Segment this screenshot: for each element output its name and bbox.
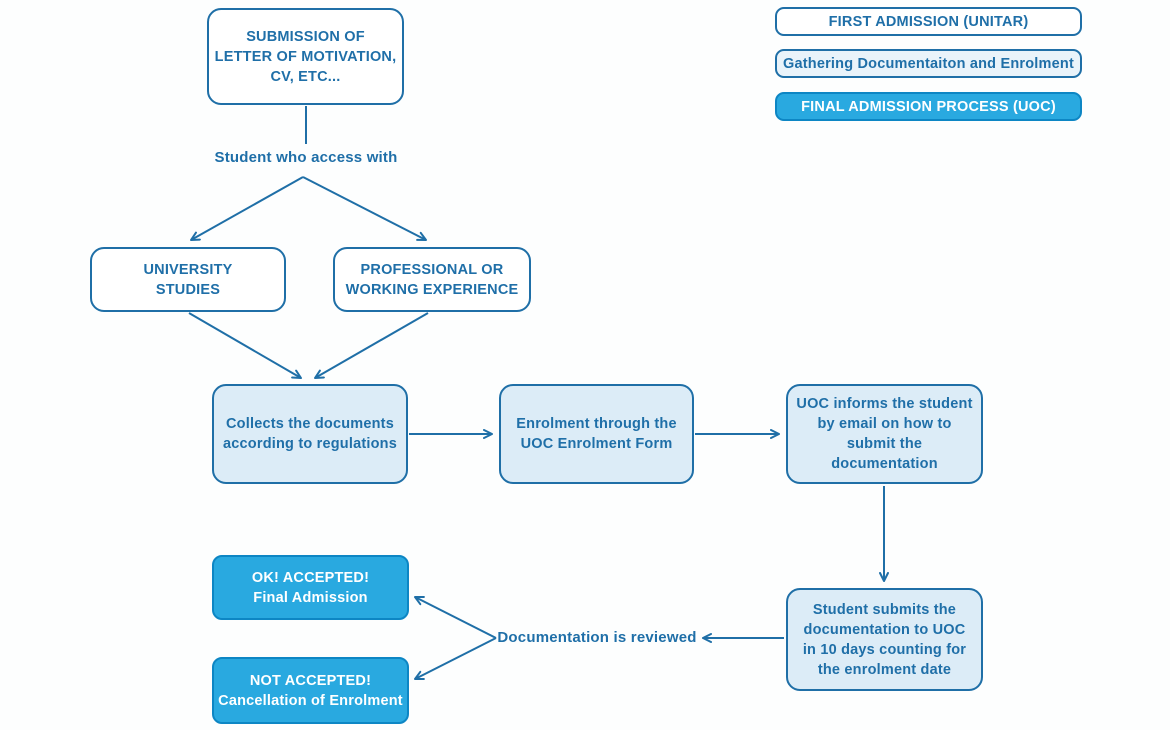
label-student-access: Student who access with (214, 149, 398, 166)
node-ok-accepted: OK! ACCEPTED! Final Admission (212, 555, 409, 620)
legend-final-admission: FINAL ADMISSION PROCESS (UOC) (775, 92, 1082, 121)
arrow-university-to-collects (188, 312, 302, 379)
node-university-studies: UNIVERSITY STUDIES (90, 247, 286, 312)
node-student-submits: Student submits the documentation to UOC… (786, 588, 983, 691)
node-collects-documents: Collects the documents according to regu… (212, 384, 408, 484)
node-uoc-informs: UOC informs the student by email on how … (786, 384, 983, 484)
legend-first-admission: FIRST ADMISSION (UNITAR) (775, 7, 1082, 36)
node-professional-experience: PROFESSIONAL OR WORKING EXPERIENCE (333, 247, 531, 312)
arrow-reviewed-to-not (414, 637, 497, 680)
node-submission: SUBMISSION OF LETTER OF MOTIVATION, CV, … (207, 8, 404, 105)
node-enrolment-form: Enrolment through the UOC Enrolment Form (499, 384, 694, 484)
arrow-access-to-university (190, 176, 304, 241)
node-not-accepted: NOT ACCEPTED! Cancellation of Enrolment (212, 657, 409, 724)
arrow-access-to-professional (302, 176, 427, 241)
arrow-professional-to-collects (314, 312, 429, 379)
legend-gathering-documentation: Gathering Documentaiton and Enrolment (775, 49, 1082, 78)
arrow-reviewed-to-ok (414, 596, 497, 639)
label-documentation-reviewed: Documentation is reviewed (497, 629, 697, 646)
